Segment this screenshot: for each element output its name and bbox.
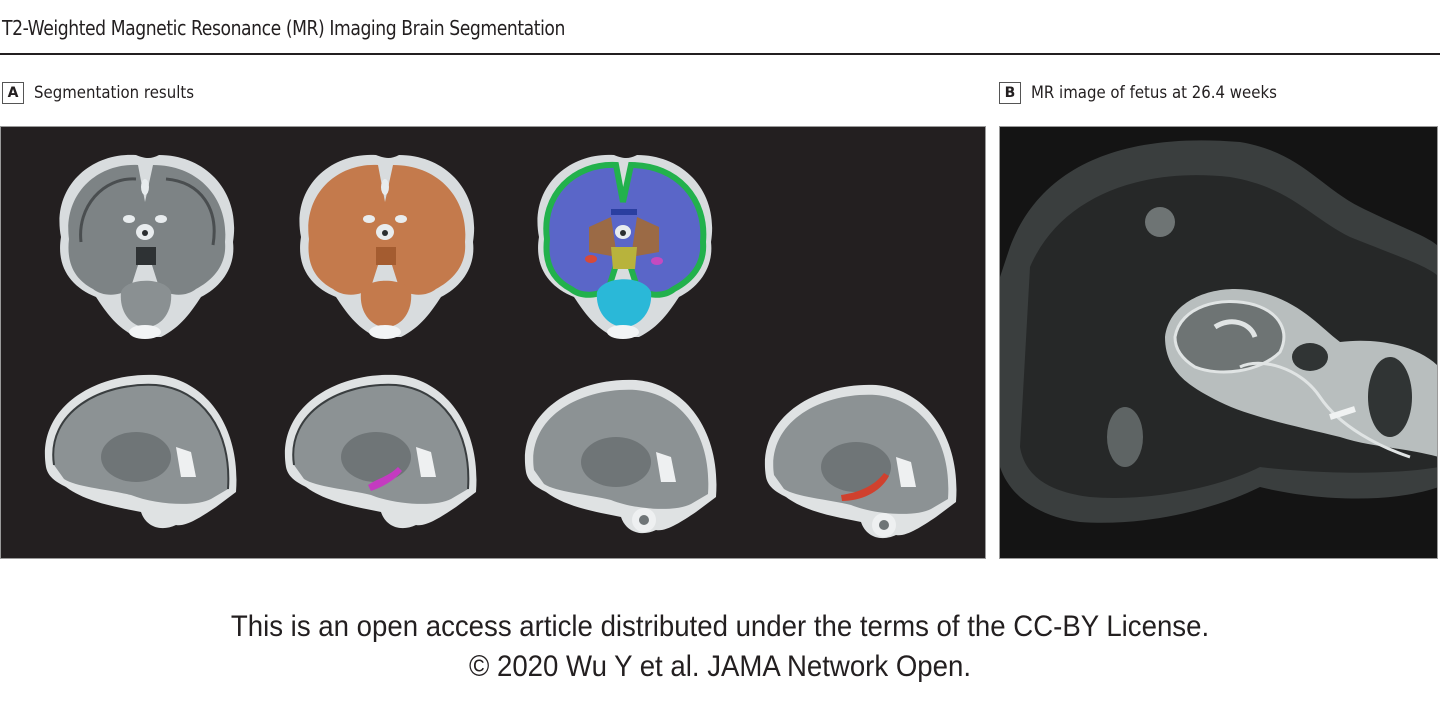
coronal-slice-multi-region	[537, 154, 713, 339]
license-caption: This is an open access article distribut…	[230, 610, 1210, 643]
coronal-slice-raw	[59, 154, 235, 339]
panel-b-title: MR image of fetus at 26.4 weeks	[1031, 83, 1277, 103]
panel-b-letter: B	[999, 82, 1021, 104]
sagittal-slice-overlay-magenta	[284, 374, 477, 529]
panel-a-label: A Segmentation results	[2, 82, 216, 104]
sagittal-slice-overlay-red	[764, 384, 957, 539]
panel-b-fetal-mri	[999, 126, 1438, 559]
sagittal-slice-raw-2	[524, 379, 717, 534]
panel-a-letter: A	[2, 82, 24, 104]
figure-title: T2-Weighted Magnetic Resonance (MR) Imag…	[2, 16, 565, 40]
panel-b-label: B MR image of fetus at 26.4 weeks	[999, 82, 1310, 104]
coronal-slice-brain-mask	[299, 154, 475, 339]
copyright-caption: © 2020 Wu Y et al. JAMA Network Open.	[468, 650, 972, 683]
panel-a-segmentation	[0, 126, 986, 559]
title-divider	[0, 53, 1440, 55]
sagittal-slice-raw-1	[44, 374, 237, 529]
fetal-mri-image	[1000, 127, 1437, 558]
panel-a-title: Segmentation results	[34, 83, 195, 103]
